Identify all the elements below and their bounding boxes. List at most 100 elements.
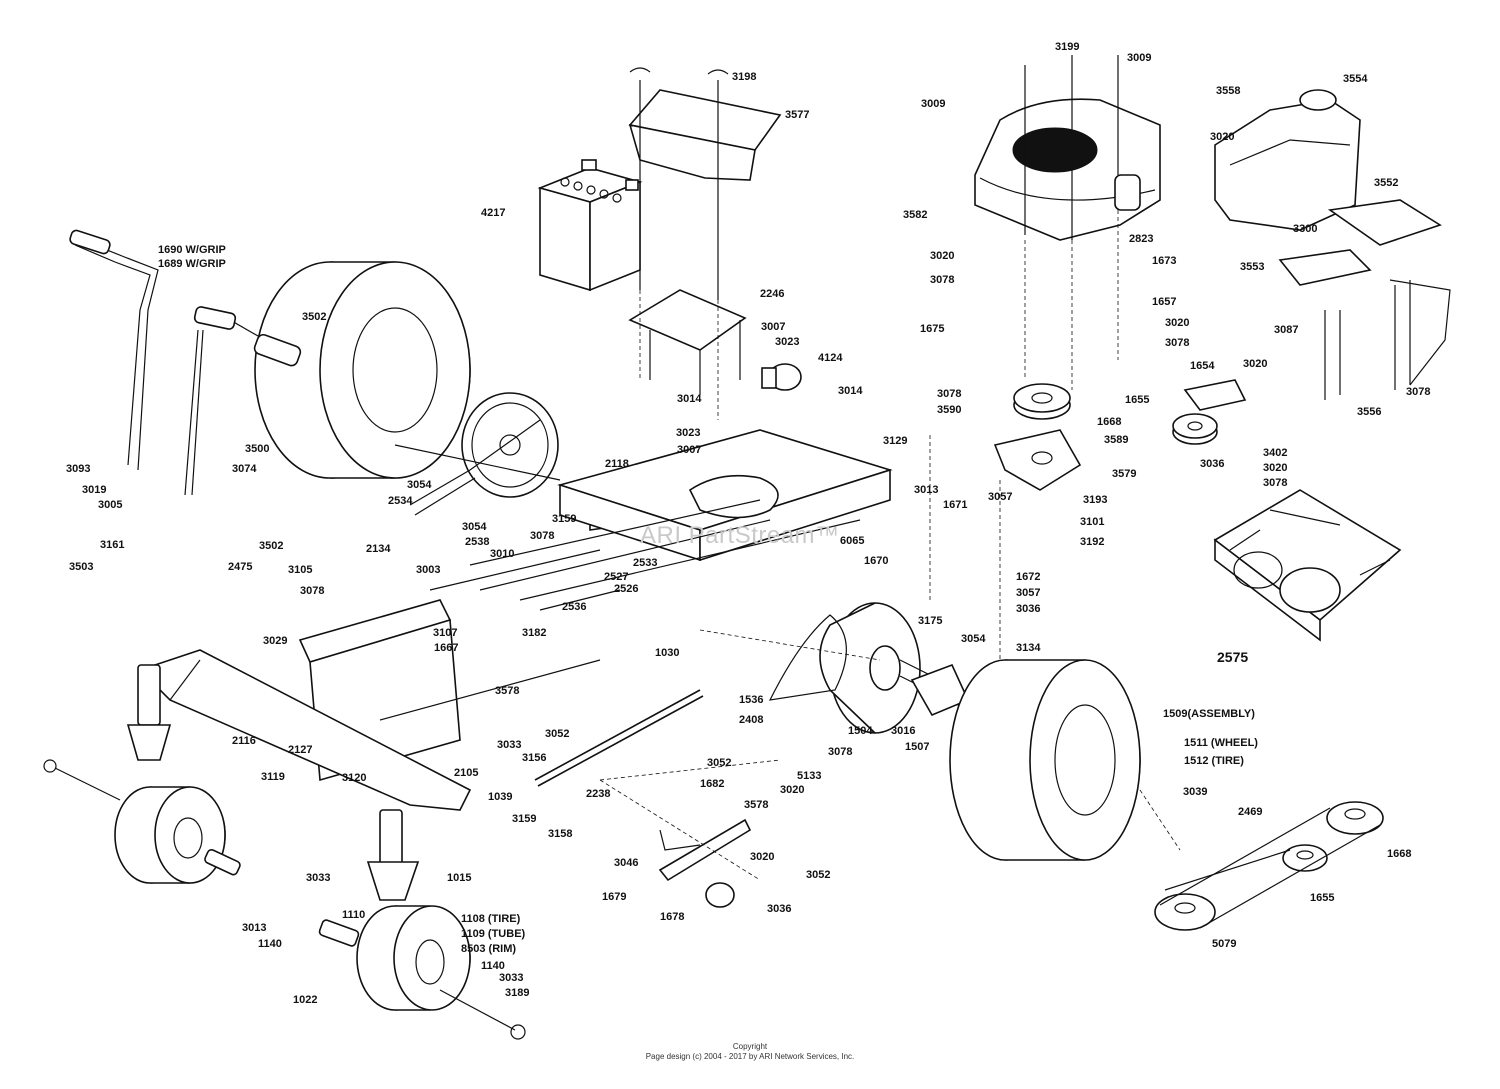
callout-2823[interactable]: 2823	[1129, 233, 1153, 245]
callout-3020[interactable]: 3020	[930, 250, 954, 262]
callout-3046[interactable]: 3046	[614, 857, 638, 869]
callout-1022[interactable]: 1022	[293, 994, 317, 1006]
callout-3078[interactable]: 3078	[1406, 386, 1430, 398]
callout-1675[interactable]: 1675	[920, 323, 944, 335]
callout-3589[interactable]: 3589	[1104, 434, 1128, 446]
callout-1504[interactable]: 1504	[848, 725, 873, 737]
callout-2118[interactable]: 2118	[605, 458, 629, 470]
callout-1511[interactable]: 1511 (WHEEL)	[1184, 737, 1258, 749]
callout-1655[interactable]: 1655	[1310, 892, 1334, 904]
callout-3054[interactable]: 3054	[462, 521, 487, 533]
callout-3402[interactable]: 3402	[1263, 447, 1287, 459]
callout-5079[interactable]: 5079	[1212, 938, 1236, 950]
callout-3078[interactable]: 3078	[1165, 337, 1189, 349]
callout-3192[interactable]: 3192	[1080, 536, 1104, 548]
callout-3039[interactable]: 3039	[1183, 786, 1207, 798]
callout-1108[interactable]: 1108 (TIRE)	[461, 913, 521, 925]
callout-5133[interactable]: 5133	[797, 770, 821, 782]
callout-3020[interactable]: 3020	[1263, 462, 1287, 474]
callout-3020[interactable]: 3020	[1165, 317, 1189, 329]
callout-8503[interactable]: 8503 (RIM)	[461, 943, 516, 955]
callout-3078[interactable]: 3078	[300, 585, 324, 597]
callout-1672[interactable]: 1672	[1016, 571, 1040, 583]
callout-1110[interactable]: 1110	[342, 909, 365, 921]
callout-3033[interactable]: 3033	[499, 972, 523, 984]
callout-3101[interactable]: 3101	[1080, 516, 1104, 528]
callout-1668[interactable]: 1668	[1097, 416, 1121, 428]
callout-3014[interactable]: 3014	[838, 385, 863, 397]
callout-3556[interactable]: 3556	[1357, 406, 1381, 418]
callout-3013[interactable]: 3013	[242, 922, 266, 934]
callout-3590[interactable]: 3590	[937, 404, 961, 416]
callout-3120[interactable]: 3120	[342, 772, 366, 784]
callout-3078[interactable]: 3078	[1263, 477, 1287, 489]
callout-1507[interactable]: 1507	[905, 741, 929, 753]
callout-3134[interactable]: 3134	[1016, 642, 1041, 654]
callout-3175[interactable]: 3175	[918, 615, 942, 627]
callout-3579[interactable]: 3579	[1112, 468, 1136, 480]
callout-3020[interactable]: 3020	[750, 851, 774, 863]
callout-3500[interactable]: 3500	[245, 443, 269, 455]
callout-2127[interactable]: 2127	[288, 744, 312, 756]
callout-1673[interactable]: 1673	[1152, 255, 1176, 267]
callout-3553[interactable]: 3553	[1240, 261, 1264, 273]
callout-3156[interactable]: 3156	[522, 752, 546, 764]
callout-2538[interactable]: 2538	[465, 536, 489, 548]
callout-2116[interactable]: 2116	[232, 735, 256, 747]
callout-1536[interactable]: 1536	[739, 694, 763, 706]
callout-3023[interactable]: 3023	[775, 336, 799, 348]
callout-2469[interactable]: 2469	[1238, 806, 1262, 818]
callout-1655[interactable]: 1655	[1125, 394, 1149, 406]
callout-2238[interactable]: 2238	[586, 788, 610, 800]
callout-3078[interactable]: 3078	[930, 274, 954, 286]
callout-3159[interactable]: 3159	[552, 513, 576, 525]
callout-3503[interactable]: 3503	[69, 561, 93, 573]
callout-2575[interactable]: 2575	[1217, 649, 1248, 665]
callout-2527[interactable]: 2527	[604, 571, 628, 583]
callout-3199[interactable]: 3199	[1055, 41, 1079, 53]
callout-3029[interactable]: 3029	[263, 635, 287, 647]
callout-1512[interactable]: 1512 (TIRE)	[1184, 755, 1244, 767]
callout-3577[interactable]: 3577	[785, 109, 809, 121]
callout-3578[interactable]: 3578	[495, 685, 519, 697]
callout-3036[interactable]: 3036	[767, 903, 791, 915]
callout-3052[interactable]: 3052	[707, 757, 731, 769]
callout-3193[interactable]: 3193	[1083, 494, 1107, 506]
callout-2475[interactable]: 2475	[228, 561, 252, 573]
callout-3300[interactable]: 3300	[1293, 223, 1317, 235]
callout-3129[interactable]: 3129	[883, 435, 907, 447]
callout-3033[interactable]: 3033	[306, 872, 330, 884]
callout-3033[interactable]: 3033	[497, 739, 521, 751]
callout-3502[interactable]: 3502	[302, 311, 326, 323]
callout-3020[interactable]: 3020	[780, 784, 804, 796]
callout-1015[interactable]: 1015	[447, 872, 471, 884]
callout-3105[interactable]: 3105	[288, 564, 312, 576]
callout-3107[interactable]: 3107	[433, 627, 457, 639]
callout-3010[interactable]: 3010	[490, 548, 514, 560]
callout-3554[interactable]: 3554	[1343, 73, 1368, 85]
callout-1030[interactable]: 1030	[655, 647, 679, 659]
callout-3007[interactable]: 3007	[761, 321, 785, 333]
callout-1654[interactable]: 1654	[1190, 360, 1215, 372]
callout-1109[interactable]: 1109 (TUBE)	[461, 928, 526, 940]
callout-2533[interactable]: 2533	[633, 557, 657, 569]
callout-3189[interactable]: 3189	[505, 987, 529, 999]
callout-4124[interactable]: 4124	[818, 352, 843, 364]
callout-3009[interactable]: 3009	[921, 98, 945, 110]
callout-3558[interactable]: 3558	[1216, 85, 1240, 97]
callout-3057[interactable]: 3057	[1016, 587, 1040, 599]
callout-3502[interactable]: 3502	[259, 540, 283, 552]
callout-3013[interactable]: 3013	[914, 484, 938, 496]
callout-3054[interactable]: 3054	[961, 633, 986, 645]
callout-3009[interactable]: 3009	[1127, 52, 1151, 64]
callout-3198[interactable]: 3198	[732, 71, 756, 83]
callout-2536[interactable]: 2536	[562, 601, 586, 613]
callout-3087[interactable]: 3087	[1274, 324, 1298, 336]
callout-3552[interactable]: 3552	[1374, 177, 1398, 189]
callout-2134[interactable]: 2134	[366, 543, 391, 555]
callout-3054[interactable]: 3054	[407, 479, 432, 491]
callout-4217[interactable]: 4217	[481, 207, 505, 219]
callout-3007[interactable]: 3007	[677, 444, 701, 456]
callout-2526[interactable]: 2526	[614, 583, 638, 595]
callout-3182[interactable]: 3182	[522, 627, 546, 639]
